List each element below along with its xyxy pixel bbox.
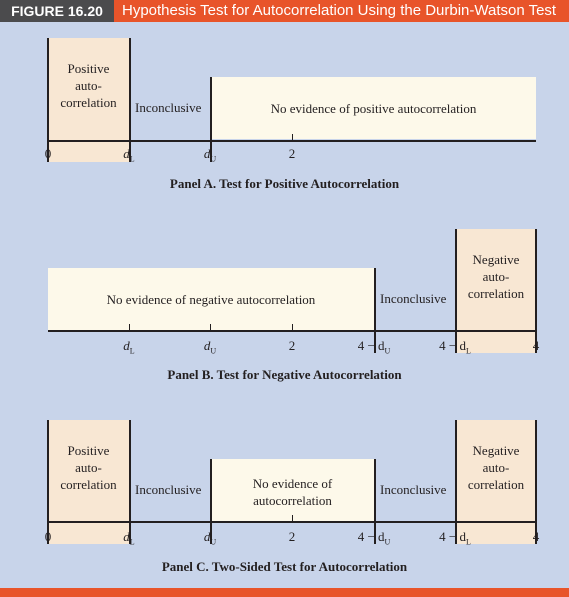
tick-label-du: dU (203, 338, 217, 356)
4-du-boundary (374, 459, 376, 544)
region-label: Positive auto- correlation (48, 60, 129, 111)
panel-caption: Panel C. Two-Sided Test for Autocorrelat… (161, 559, 408, 574)
region-label: Positive auto- correlation (48, 442, 129, 493)
tick-label-2: 2 (288, 338, 296, 353)
figure-title: Hypothesis Test for Autocorrelation Usin… (122, 2, 557, 19)
tick-label-4: 4 (532, 529, 540, 544)
axis-line (48, 330, 537, 332)
region-label-line: auto- (482, 269, 510, 284)
region-label-line: Negative (472, 252, 520, 267)
region-label-line: auto- (482, 460, 510, 475)
panel-caption: Panel A. Test for Positive Autocorrelati… (169, 176, 400, 191)
tick-label-du: dU (203, 146, 217, 164)
inconclusive-label: Inconclusive (135, 482, 202, 497)
figure-label: FIGURE 16.20 (0, 0, 114, 22)
axis-line (47, 140, 536, 142)
tick-mark (292, 515, 293, 521)
no-evidence-region: No evidence of autocorrelation (211, 459, 374, 521)
axis-line (47, 521, 537, 523)
tick-label-dl: dL (123, 338, 135, 356)
region-boundary (47, 420, 49, 544)
region-label-line: auto- (75, 460, 102, 475)
tick-label-0: 0 (44, 146, 52, 161)
tick-label-2: 2 (288, 146, 296, 161)
bottom-rule (0, 588, 569, 597)
region-label: Negative auto- correlation (456, 442, 536, 493)
tick-mark (129, 324, 130, 330)
region-label-line: correlation (60, 95, 117, 110)
tick-label-2: 2 (288, 529, 296, 544)
positive-autocorrelation-region: Positive auto- correlation (48, 420, 129, 544)
region-label-line: autocorrelation (253, 493, 332, 508)
region-label-line: Negative (472, 443, 520, 458)
tick-label-4-du: 4 − dU (357, 529, 391, 547)
positive-autocorrelation-region: Positive auto- correlation (48, 38, 129, 162)
4-dl-boundary (455, 229, 457, 353)
tick-label-4-dl: 4 − dL (439, 529, 471, 547)
dl-boundary (129, 420, 131, 544)
du-boundary (210, 459, 212, 544)
du-boundary (210, 77, 212, 162)
region-boundary (535, 420, 537, 544)
tick-mark (210, 324, 211, 330)
region-label-line: correlation (60, 477, 117, 492)
tick-label-4: 4 (532, 338, 540, 353)
inconclusive-label: Inconclusive (135, 100, 202, 115)
negative-autocorrelation-region: Negative auto- correlation (456, 420, 536, 544)
panel-caption: Panel B. Test for Negative Autocorrelati… (167, 367, 402, 382)
4-du-boundary (374, 268, 376, 353)
no-evidence-region: No evidence of positive autocorrelation (211, 77, 536, 139)
tick-label-0: 0 (44, 529, 52, 544)
region-label-line: Positive (67, 61, 110, 76)
region-label-line: auto- (75, 78, 102, 93)
tick-label-4-du: 4 − dU (357, 338, 391, 356)
dl-boundary (129, 38, 131, 162)
region-label: No evidence of negative autocorrelation (106, 292, 316, 307)
tick-label-dl: dL (123, 146, 135, 164)
no-evidence-region: No evidence of negative autocorrelation (48, 268, 374, 330)
region-label: No evidence of positive autocorrelation (270, 101, 477, 116)
tick-label-du: dU (203, 529, 217, 547)
region-label-line: Positive (67, 443, 110, 458)
negative-autocorrelation-region: Negative auto- correlation (456, 229, 536, 353)
inconclusive-label: Inconclusive (380, 291, 447, 306)
inconclusive-label: Inconclusive (380, 482, 447, 497)
tick-mark (292, 324, 293, 330)
region-label-line: No evidence of (252, 476, 333, 491)
figure-header (0, 0, 569, 22)
region-boundary (47, 38, 49, 162)
tick-label-4-dl: 4 − dL (439, 338, 471, 356)
tick-mark (292, 134, 293, 140)
region-boundary (535, 229, 537, 353)
region-label-line: correlation (467, 477, 525, 492)
region-label-line: correlation (467, 286, 525, 301)
region-label: No evidence of autocorrelation (211, 475, 374, 509)
4-dl-boundary (455, 420, 457, 544)
region-label: Negative auto- correlation (456, 251, 536, 302)
tick-label-dl: dL (123, 529, 135, 547)
